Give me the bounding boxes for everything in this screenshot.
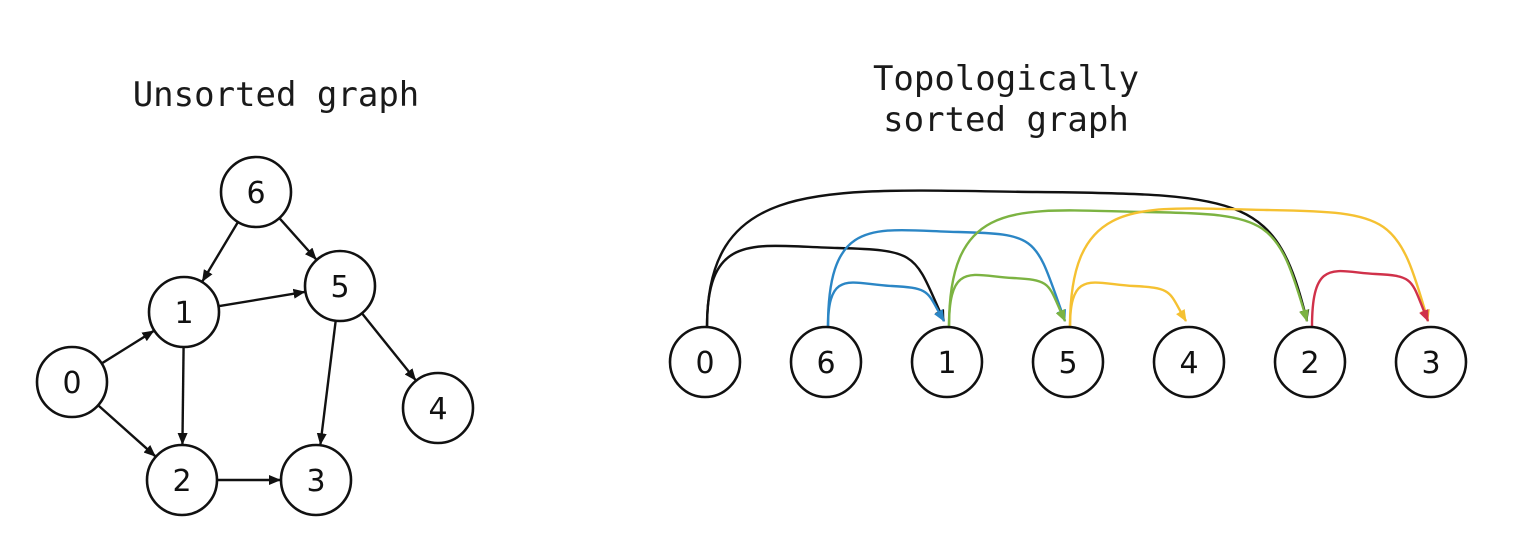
sorted-node-1: 1 [910, 325, 984, 399]
sorted-node-5: 5 [1031, 325, 1105, 399]
unsorted-graph-nodes: 6 1 5 0 4 2 3 [35, 155, 475, 517]
edge-5-to-3 [316, 320, 337, 446]
sorted-node-0-circle [668, 325, 742, 399]
unsorted-node-1: 1 [147, 275, 221, 349]
sorted-node-1-circle [910, 325, 984, 399]
sorted-edge-5-to-3 [1068, 207, 1430, 328]
sorted-node-2-label: 2 [1300, 346, 1319, 381]
sorted-edge-6-to-1 [826, 281, 946, 328]
sorted-edge-0-to-1 [705, 244, 946, 328]
sorted-node-0-label: 0 [695, 346, 714, 381]
unsorted-node-5: 5 [303, 249, 377, 323]
unsorted-node-0-circle [35, 345, 109, 419]
sorted-node-3-circle [1394, 325, 1468, 399]
sorted-graph-nodes: 0 6 1 5 4 2 3 [668, 325, 1468, 399]
unsorted-node-0-label: 0 [62, 366, 81, 401]
sorted-node-2-circle [1273, 325, 1347, 399]
unsorted-node-0: 0 [35, 345, 109, 419]
sorted-node-6: 6 [789, 325, 863, 399]
unsorted-node-3-label: 3 [306, 464, 325, 499]
unsorted-node-2: 2 [145, 443, 219, 517]
sorted-node-5-circle [1031, 325, 1105, 399]
unsorted-node-4-circle [401, 371, 475, 445]
unsorted-graph-edges [97, 217, 417, 485]
unsorted-node-3-circle [279, 443, 353, 517]
edge-0-to-1 [101, 330, 155, 365]
sorted-node-2: 2 [1273, 325, 1347, 399]
edge-5-to-4 [360, 312, 417, 381]
unsorted-node-5-circle [303, 249, 377, 323]
sorted-node-4-circle [1152, 325, 1226, 399]
unsorted-node-6: 6 [219, 155, 293, 229]
sorted-graph-edges [705, 189, 1430, 328]
unsorted-node-6-label: 6 [246, 176, 265, 211]
sorted-edge-6-to-5 [826, 228, 1067, 328]
unsorted-node-6-circle [219, 155, 293, 229]
edge-6-to-1 [201, 221, 240, 282]
sorted-node-6-circle [789, 325, 863, 399]
unsorted-node-1-label: 1 [174, 296, 193, 331]
unsorted-node-4-label: 4 [428, 392, 447, 427]
sorted-edge-1-to-2 [947, 209, 1309, 328]
sorted-edge-0-to-2 [705, 189, 1310, 328]
sorted-edge-1-to-5 [947, 273, 1067, 328]
sorted-node-0: 0 [668, 325, 742, 399]
sorted-node-4: 4 [1152, 325, 1226, 399]
edge-0-to-2 [97, 404, 156, 457]
sorted-node-1-label: 1 [937, 346, 956, 381]
unsorted-node-4: 4 [401, 371, 475, 445]
sorted-node-4-label: 4 [1179, 346, 1198, 381]
edge-6-to-5 [278, 217, 317, 260]
sorted-node-6-label: 6 [816, 346, 835, 381]
unsorted-node-5-label: 5 [330, 270, 349, 305]
sorted-edge-5-to-4 [1068, 281, 1188, 328]
edge-1-to-5 [218, 288, 306, 308]
unsorted-node-2-label: 2 [172, 464, 191, 499]
sorted-graph-title-line2: sorted graph [883, 100, 1129, 140]
sorted-node-5-label: 5 [1058, 346, 1077, 381]
unsorted-node-2-circle [145, 443, 219, 517]
edge-1-to-2 [177, 346, 188, 446]
unsorted-node-1-circle [147, 275, 221, 349]
unsorted-node-3: 3 [279, 443, 353, 517]
sorted-graph-title-line1: Topologically [873, 59, 1139, 99]
sorted-node-3: 3 [1394, 325, 1468, 399]
sorted-edge-2-to-3 [1310, 269, 1430, 328]
unsorted-graph-title: Unsorted graph [133, 75, 420, 115]
sorted-node-3-label: 3 [1421, 346, 1440, 381]
